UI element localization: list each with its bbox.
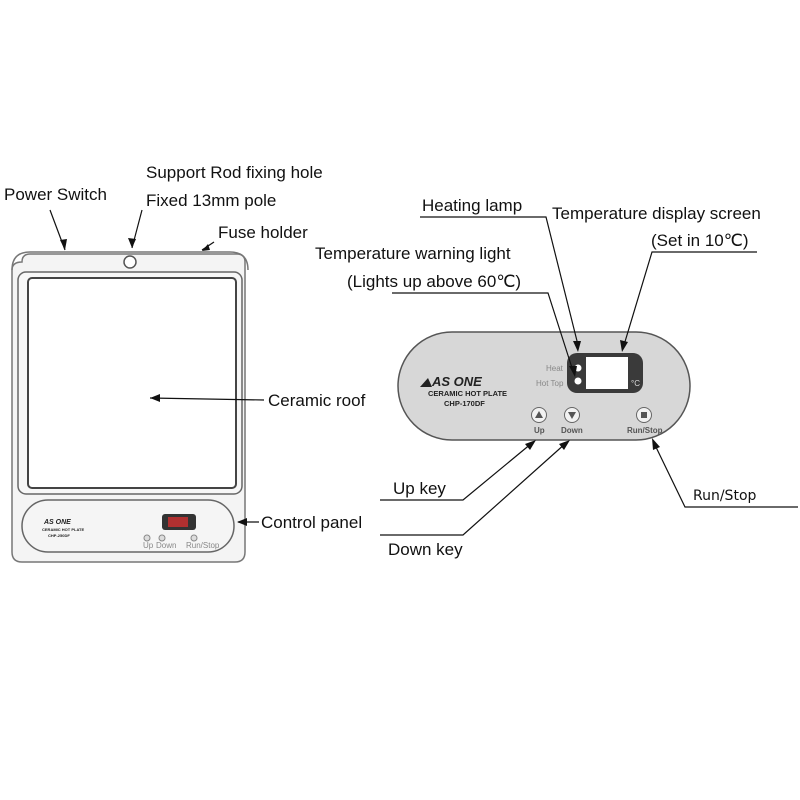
label-fixed-pole: Fixed 13mm pole [146, 191, 276, 210]
heat-label: Heat [546, 364, 564, 373]
temperature-warning-light [574, 377, 582, 385]
small-run-stop-label: Run/Stop [186, 541, 220, 550]
up-arrow-icon [535, 411, 543, 418]
label-temp-display: Temperature display screen [552, 204, 761, 223]
small-up-key[interactable] [143, 534, 151, 542]
up-key-label: Up [534, 426, 545, 435]
label-power-switch: Power Switch [4, 185, 107, 204]
label-set-in: (Set in 10℃) [651, 231, 749, 250]
stop-square-icon [641, 412, 647, 418]
small-panel-brand: AS ONE [43, 519, 71, 526]
label-control-panel: Control panel [261, 513, 362, 532]
as-one-logo-icon [420, 378, 432, 387]
label-lights-up: (Lights up above 60℃) [347, 272, 521, 291]
label-ceramic-roof: Ceramic roof [268, 391, 366, 410]
label-down-key: Down key [388, 540, 463, 559]
small-panel-model: CHP-250DF [48, 533, 70, 538]
support-rod-hole [123, 255, 137, 269]
small-panel-screen [168, 517, 188, 527]
label-support-rod-hole: Support Rod fixing hole [146, 163, 323, 182]
hot-plate-top-edge [11, 251, 249, 271]
left-leader-lines [49, 209, 265, 526]
run-stop-key-label: Run/Stop [627, 426, 663, 435]
down-key-label: Down [561, 426, 583, 435]
panel-brand: AS ONE [431, 374, 482, 389]
label-up-key: Up key [393, 479, 446, 498]
control-panel: AS ONE CERAMIC HOT PLATE CHP-170DF Heat … [397, 331, 691, 441]
small-panel-product: CERAMIC HOT PLATE [42, 527, 84, 532]
right-leader-lines [380, 216, 798, 536]
ceramic-roof [27, 277, 237, 489]
hot-top-label: Hot Top [536, 379, 564, 388]
temperature-display-screen [586, 357, 628, 389]
celsius-unit: °C [631, 379, 640, 388]
small-down-label: Down [156, 541, 176, 550]
label-temp-warning: Temperature warning light [315, 244, 511, 263]
hot-plate: AS ONE CERAMIC HOT PLATE CHP-250DF Up Do… [11, 251, 249, 563]
panel-product: CERAMIC HOT PLATE [428, 389, 507, 398]
small-up-label: Up [143, 541, 154, 550]
label-run-stop: Run/Stop [693, 488, 757, 504]
small-run-stop-key[interactable] [190, 534, 198, 542]
label-heating-lamp: Heating lamp [422, 196, 522, 215]
small-down-key[interactable] [158, 534, 166, 542]
down-arrow-icon [568, 412, 576, 419]
small-control-panel [21, 499, 235, 553]
panel-model: CHP-170DF [444, 399, 485, 408]
label-fuse-holder: Fuse holder [218, 223, 308, 242]
